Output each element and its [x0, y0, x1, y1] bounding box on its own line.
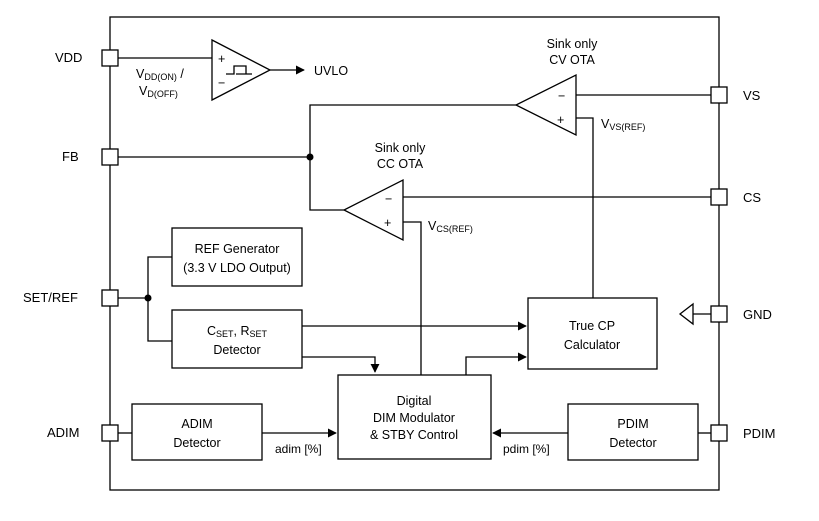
cset-to-dim-arrow — [302, 356, 380, 373]
cset-rset-detector-line2: Detector — [213, 343, 260, 357]
vcs-ref-wire — [403, 221, 422, 375]
pin-set-ref: SET/REF — [23, 289, 119, 307]
pin-fb: FB — [62, 148, 119, 166]
adim-detector-line2: Detector — [173, 436, 220, 450]
cc-ota-title-1: Sink only — [375, 141, 426, 155]
pin-vs-label: VS — [743, 88, 761, 103]
true-cp-line1: True CP — [569, 319, 615, 333]
ref-generator-block — [171, 227, 303, 287]
uvlo-label: UVLO — [314, 64, 348, 78]
ic-boundary — [109, 16, 720, 491]
vd-off-label: VD(OFF) — [139, 84, 178, 99]
uvlo-comparator-icon — [211, 38, 272, 102]
dim-modulator-block — [337, 374, 492, 460]
hysteresis-icon — [226, 65, 252, 75]
cc-ota-plus: + — [384, 216, 391, 230]
vvs-ref-wire — [576, 117, 594, 298]
true-cp-calculator-block — [527, 297, 658, 370]
pin-pdim: PDIM — [710, 424, 776, 442]
pin-vs: VS — [710, 86, 761, 104]
cv-ota-title-1: Sink only — [547, 37, 598, 51]
cc-ota-minus: − — [385, 192, 392, 206]
true-cp-line2: Calculator — [564, 338, 620, 352]
set-ref-branch-wire — [147, 256, 172, 342]
ref-generator-line1: REF Generator — [195, 242, 280, 256]
cset-rset-detector-line1: CSET, RSET — [207, 324, 268, 339]
adim-detector-line1: ADIM — [181, 417, 212, 431]
cv-ota-minus: − — [558, 89, 565, 103]
cc-ota-icon — [342, 178, 404, 242]
pin-adim: ADIM — [47, 424, 119, 442]
dim-modulator-line3: & STBY Control — [370, 428, 458, 442]
pin-cs-label: CS — [743, 190, 761, 205]
pin-cs: CS — [710, 188, 761, 206]
pin-vdd-label: VDD — [55, 50, 82, 65]
pin-pdim-label: PDIM — [743, 426, 776, 441]
pin-vdd: VDD — [55, 49, 119, 67]
pin-gnd: GND — [710, 305, 772, 323]
dim-to-truecp-arrow — [465, 352, 527, 375]
cv-ota-title-2: CV OTA — [549, 53, 595, 67]
pdim-detector-line2: Detector — [609, 436, 656, 450]
pdim-signal-label: pdim [%] — [503, 442, 550, 456]
set-ref-junction-dot — [144, 294, 152, 302]
adim-detector-block — [131, 403, 263, 461]
pdim-detector-block — [567, 403, 699, 461]
uvlo-minus: − — [218, 76, 225, 90]
vcs-ref-label: VCS(REF) — [428, 219, 473, 234]
dim-modulator-line2: DIM Modulator — [373, 411, 455, 425]
uvlo-plus: + — [218, 52, 225, 66]
fb-junction-dot — [306, 153, 314, 161]
dim-modulator-line1: Digital — [397, 394, 432, 408]
cv-ota-icon — [514, 73, 577, 137]
pin-gnd-label: GND — [743, 307, 772, 322]
cc-ota-title-2: CC OTA — [377, 157, 424, 171]
cv-ota-plus: + — [557, 113, 564, 127]
cset-rset-detector-block — [171, 309, 303, 369]
ground-icon — [678, 302, 694, 326]
ref-generator-line2: (3.3 V LDO Output) — [183, 261, 291, 275]
pin-set-ref-label: SET/REF — [23, 290, 78, 305]
vdd-on-label: VDD(ON) / — [136, 67, 184, 82]
adim-signal-label: adim [%] — [275, 442, 322, 456]
pdim-detector-line1: PDIM — [617, 417, 648, 431]
pin-fb-label: FB — [62, 149, 79, 164]
vvs-ref-label: VVS(REF) — [601, 117, 645, 132]
pin-adim-label: ADIM — [47, 425, 80, 440]
